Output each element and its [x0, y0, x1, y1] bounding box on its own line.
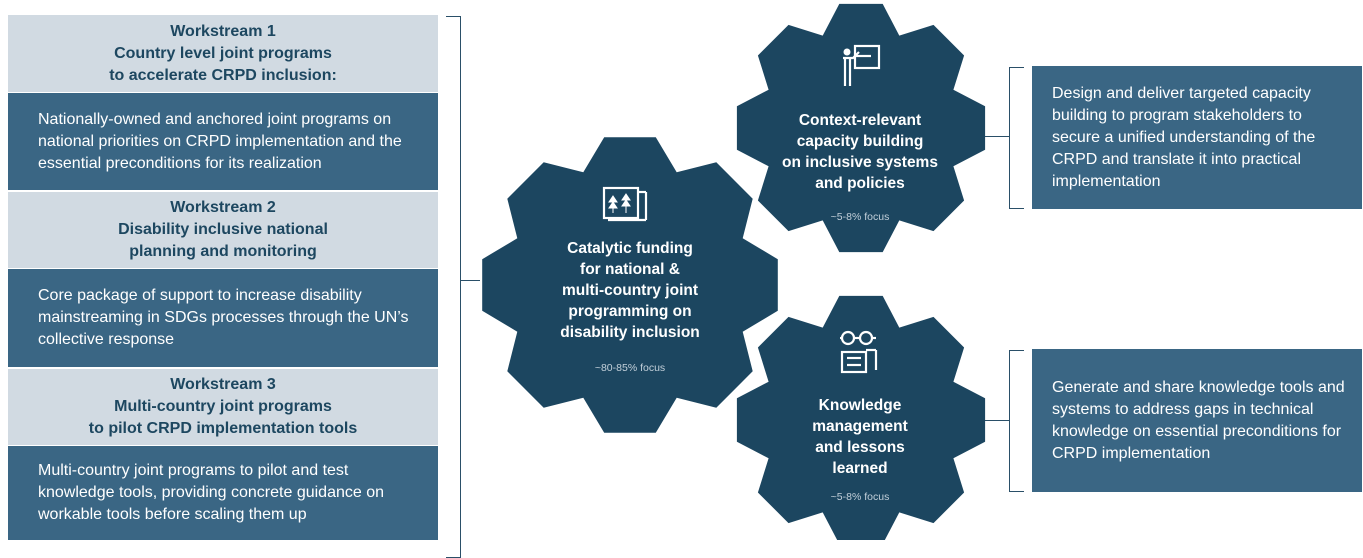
knowledge-gear-title: Knowledge management and lessons learned — [812, 397, 908, 477]
workstreams-bracket-tick — [460, 280, 480, 281]
presenter-board-icon — [843, 44, 881, 86]
main-gear-shape — [482, 137, 778, 433]
glasses-documents-icon — [840, 330, 878, 374]
workstream-1-body: Nationally-owned and anchored joint prog… — [8, 93, 438, 190]
workstream-2-title: Workstream 2 Disability inclusive nation… — [118, 199, 328, 260]
workstream-3-description: Multi-country joint programs to pilot an… — [38, 462, 385, 523]
workstream-1-header: Workstream 1 Country level joint program… — [8, 15, 438, 92]
capacity-description-box: Design and deliver targeted capacity bui… — [1032, 66, 1362, 209]
workstream-2-description: Core package of support to increase disa… — [38, 287, 409, 348]
main-gear-title: Catalytic funding for national & multi-c… — [560, 240, 700, 341]
knowledge-gear-focus: ~5-8% focus — [830, 491, 890, 503]
capacity-gear-focus: ~5-8% focus — [830, 211, 890, 223]
knowledge-description-box: Generate and share knowledge tools and s… — [1032, 349, 1362, 492]
capacity-connector — [985, 136, 1009, 137]
gears-graphic — [482, 3, 986, 540]
funding-chart-icon — [602, 186, 648, 222]
workstream-3-title: Workstream 3 Multi-country joint program… — [88, 376, 358, 437]
capacity-bracket — [1009, 67, 1024, 209]
workstream-1-description: Nationally-owned and anchored joint prog… — [38, 110, 402, 172]
knowledge-connector — [985, 420, 1009, 421]
capacity-gear-shape — [736, 3, 986, 253]
knowledge-gear-shape — [736, 295, 986, 540]
workstream-1-title: Workstream 1 Country level joint program… — [109, 22, 337, 84]
workstream-2-header: Workstream 2 Disability inclusive nation… — [8, 192, 438, 268]
workstream-3-body: Multi-country joint programs to pilot an… — [8, 446, 438, 540]
capacity-gear-title: Context-relevant capacity building on in… — [782, 112, 938, 192]
knowledge-bracket — [1009, 350, 1024, 492]
capacity-description: Design and deliver targeted capacity bui… — [1052, 84, 1316, 190]
workstream-3-header: Workstream 3 Multi-country joint program… — [8, 369, 438, 445]
main-gear-focus: ~80-85% focus — [594, 362, 666, 374]
workstream-2-body: Core package of support to increase disa… — [8, 269, 438, 367]
knowledge-description: Generate and share knowledge tools and s… — [1052, 378, 1345, 462]
